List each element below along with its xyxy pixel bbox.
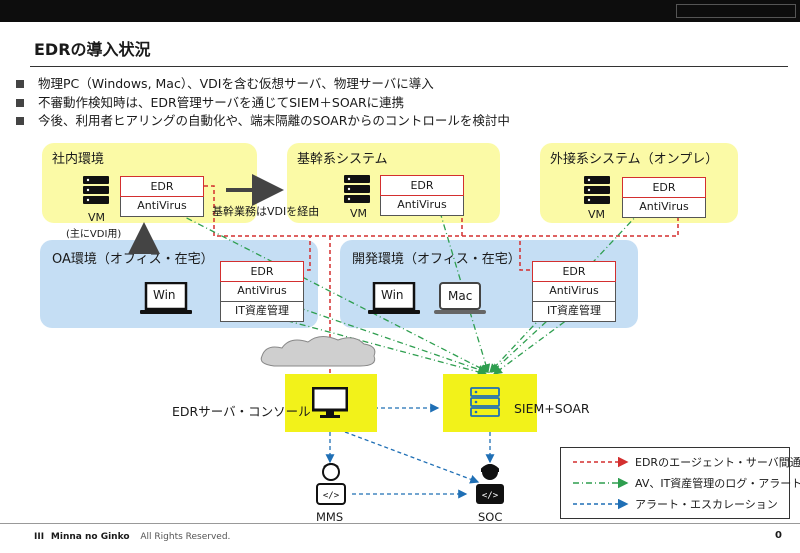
external-agent-box: EDR AntiVirus xyxy=(622,177,706,218)
legend-item-av: AV、IT資産管理のログ・アラート xyxy=(635,477,800,490)
main-vdi-label: (主にVDI用) xyxy=(66,229,122,240)
office-vm-label: VM xyxy=(88,211,106,224)
cloud-icon xyxy=(260,336,376,367)
edr-label: EDR xyxy=(120,176,204,197)
red-line-dev xyxy=(519,236,530,271)
core-vm-label: VM xyxy=(350,207,368,220)
antivirus-label: AntiVirus xyxy=(622,198,706,218)
bullet-square-icon xyxy=(16,98,24,107)
green-line-dev-asset xyxy=(492,313,576,375)
edr-label: EDR xyxy=(622,177,706,198)
oa-agent-box: EDR AntiVirus IT資産管理 xyxy=(220,261,304,322)
edr-label: EDR xyxy=(220,261,304,282)
soc-operator-icon: </> xyxy=(472,462,508,514)
antivirus-label: AntiVirus xyxy=(220,282,304,302)
antivirus-label: AntiVirus xyxy=(532,282,616,302)
mms-label: MMS xyxy=(316,510,344,524)
bullet-square-icon xyxy=(16,117,24,125)
monitor-icon xyxy=(311,386,349,423)
external-vm-label: VM xyxy=(588,208,606,221)
zone-core-label: 基幹系システム xyxy=(297,152,388,167)
edr-console-label: EDRサーバ・コンソール xyxy=(172,404,311,419)
zone-dev-label: 開発環境（オフィス・在宅） xyxy=(352,252,521,267)
bullet-item: 物理PC（Windows, Mac）、VDIを含む仮想サーバ、物理サーバに導入 xyxy=(14,75,510,94)
svg-text:</>: </> xyxy=(482,491,499,501)
external-server-icon xyxy=(584,176,610,212)
core-via-vdi-label: 基幹業務はVDIを経由 xyxy=(212,205,320,218)
soc-label: SOC xyxy=(478,510,503,524)
bullet-square-icon xyxy=(16,80,24,88)
zone-oa-label: OA環境（オフィス・在宅） xyxy=(52,252,214,267)
bullet-list: 物理PC（Windows, Mac）、VDIを含む仮想サーバ、物理サーバに導入 … xyxy=(14,75,510,131)
it-asset-label: IT資産管理 xyxy=(220,302,304,322)
footer-company: Minna no Ginko xyxy=(50,532,130,542)
mms-operator-icon: </> xyxy=(313,462,349,514)
dev-win-label: Win xyxy=(381,288,404,302)
top-bar xyxy=(0,0,800,22)
bullet-item: 不審動作検知時は、EDR管理サーバを通じてSIEM＋SOARに連携 xyxy=(14,94,510,113)
office-agent-box: EDR AntiVirus xyxy=(120,176,204,217)
core-server-icon xyxy=(344,175,370,211)
siem-server-icon xyxy=(470,387,500,423)
dev-mac-label: Mac xyxy=(448,289,473,303)
footer-logo-icon: III xyxy=(34,532,45,542)
footer-rights: All Rights Reserved. xyxy=(140,532,231,542)
bullet-item: 今後、利用者ヒアリングの自動化や、端末隔離のSOARからのコントロールを検討中 xyxy=(14,112,510,131)
page-title: EDRの導入状況 xyxy=(34,40,151,59)
oa-win-laptop-icon xyxy=(140,281,192,320)
dev-mac-laptop-icon xyxy=(434,282,486,320)
zone-office-label: 社内環境 xyxy=(52,152,105,167)
title-rule xyxy=(30,66,788,67)
top-bar-box xyxy=(676,4,796,18)
siem-soar-label: SIEM+SOAR xyxy=(514,401,590,416)
dev-agent-box: EDR AntiVirus IT資産管理 xyxy=(532,261,616,322)
legend: EDRのエージェント・サーバ間通信 AV、IT資産管理のログ・アラート アラート… xyxy=(560,447,800,519)
blue-line-console-soc xyxy=(344,431,480,484)
office-server-icon xyxy=(83,176,109,212)
svg-text:</>: </> xyxy=(323,491,340,501)
it-asset-label: IT資産管理 xyxy=(532,302,616,322)
legend-item-escalation: アラート・エスカレーション xyxy=(635,498,778,511)
legend-item-edr: EDRのエージェント・サーバ間通信 xyxy=(635,456,800,469)
siem-highlight xyxy=(443,374,537,432)
edr-label: EDR xyxy=(380,175,464,196)
antivirus-label: AntiVirus xyxy=(120,197,204,217)
zone-external-label: 外接系システム（オンプレ） xyxy=(550,152,719,167)
oa-win-label: Win xyxy=(153,288,176,302)
page-number: 0 xyxy=(775,530,782,541)
footer: III Minna no Ginko All Rights Reserved. xyxy=(34,532,230,542)
edr-label: EDR xyxy=(532,261,616,282)
legend-swatches xyxy=(573,456,629,510)
dev-win-laptop-icon xyxy=(368,281,420,320)
footer-rule xyxy=(0,523,800,524)
core-agent-box: EDR AntiVirus xyxy=(380,175,464,216)
antivirus-label: AntiVirus xyxy=(380,196,464,216)
